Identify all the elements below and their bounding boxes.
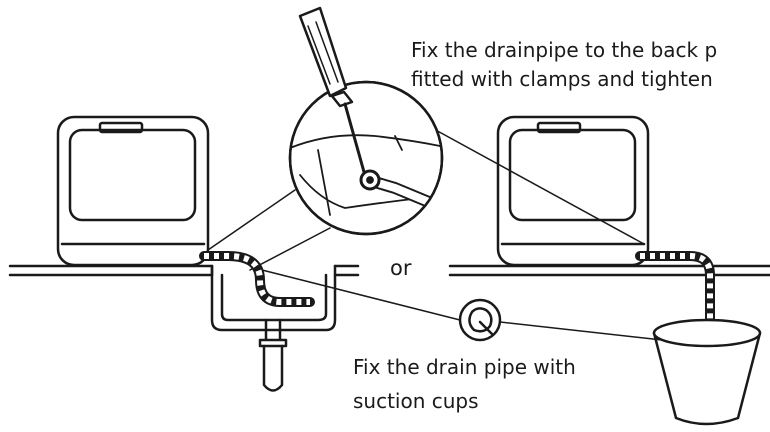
clamp-icon — [359, 169, 442, 211]
drain-hose-right — [635, 251, 715, 347]
dishwasher-icon — [56, 115, 210, 267]
caption-line: Fix the drainpipe to the back p — [411, 38, 718, 62]
countertop-right — [448, 264, 770, 277]
caption-line: Fix the drain pipe with — [353, 355, 576, 379]
suction-cup-icon — [458, 298, 502, 342]
dishwasher-icon — [496, 115, 650, 267]
caption-back-clamp: Fix the drainpipe to the back p fitted w… — [411, 36, 770, 94]
caption-line: suction cups — [353, 389, 479, 413]
countertop-left — [8, 264, 214, 277]
sink-drain-icon — [210, 264, 337, 392]
countertop-middle — [333, 264, 360, 277]
magnifier-view — [288, 80, 444, 236]
caption-line: fitted with clamps and tighten — [411, 67, 713, 91]
caption-or: or — [390, 256, 412, 280]
drain-hose-left — [199, 251, 315, 307]
screwdriver-icon — [298, 6, 366, 174]
caption-suction-cups: Fix the drain pipe with suction cups — [353, 350, 576, 418]
bucket-icon — [652, 318, 762, 426]
callout-lines — [207, 127, 681, 343]
